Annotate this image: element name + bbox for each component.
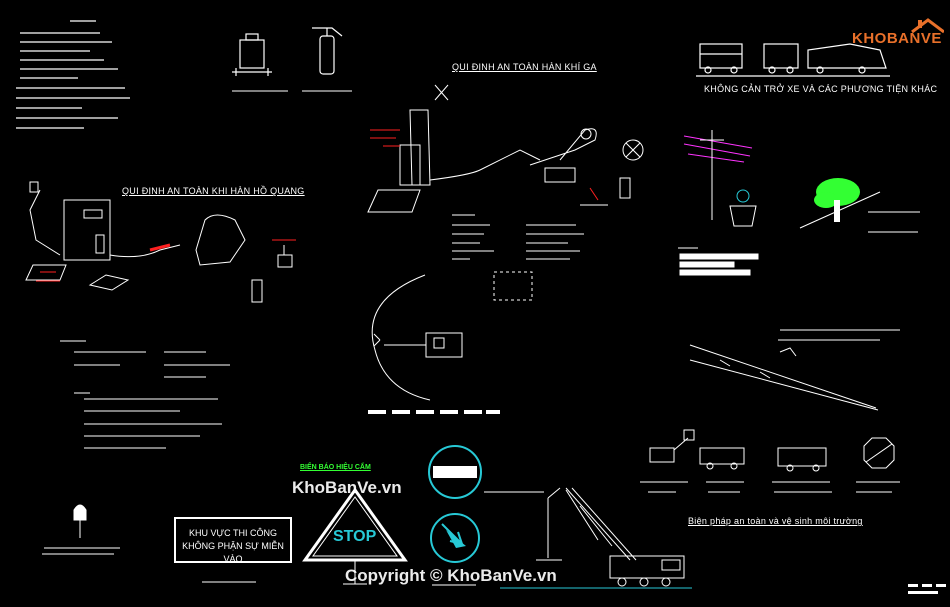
env-caption-lines bbox=[640, 481, 900, 493]
arc-welding-title: QUI ĐỊNH AN TOÀN KHI HÀN HỒ QUANG bbox=[122, 186, 305, 196]
construction-sign-line2: KHÔNG PHẬN SỰ MIỄN VÀO bbox=[182, 541, 284, 564]
vehicle-truck-icons bbox=[696, 43, 890, 77]
vehicles-title: KHÔNG CẢN TRỞ XE VÀ CÁC PHƯƠNG TIỆN KHÁC bbox=[704, 84, 938, 94]
gas-bottle-icon bbox=[232, 33, 272, 76]
gas-welding-title: QUI ĐỊNH AN TOÀN HÀN KHÍ GA bbox=[452, 62, 597, 72]
scale-bar-1 bbox=[368, 410, 500, 414]
khobanve-logo: KHOBANVE bbox=[852, 18, 945, 54]
green-tree bbox=[799, 178, 881, 229]
scale-bar-2 bbox=[908, 584, 946, 594]
construction-sign-line1: KHU VỰC THI CÔNG bbox=[188, 528, 278, 538]
bollard-icon bbox=[42, 504, 120, 555]
crane-labels bbox=[202, 491, 544, 586]
power-notes bbox=[678, 211, 920, 276]
road-diagram bbox=[689, 329, 900, 411]
direction-sign bbox=[430, 513, 480, 563]
crane-swing-diagram bbox=[371, 274, 463, 401]
dashed-frame bbox=[493, 271, 533, 301]
environment-title: Biện pháp an toàn và vệ sinh môi trường bbox=[688, 516, 863, 526]
arc-welding-diagram bbox=[25, 181, 296, 303]
fire-extinguisher-icon bbox=[312, 27, 343, 75]
stop-sign bbox=[302, 487, 408, 585]
environment-icons bbox=[649, 429, 895, 472]
prohibition-signs-title: BIỂN BÁO HIỆU CẤM bbox=[300, 464, 371, 471]
power-line-diagram bbox=[683, 130, 757, 227]
logo-text: KHOBANVE bbox=[852, 30, 942, 47]
arc-legend-lines bbox=[60, 340, 230, 449]
top-left-notes bbox=[16, 20, 130, 129]
stop-sign-label: STOP bbox=[333, 528, 377, 545]
mobile-crane bbox=[500, 487, 692, 589]
watermark-copyright: Copyright © KhoBanVe.vn bbox=[345, 566, 557, 585]
logo-house-icon bbox=[911, 18, 945, 34]
no-entry-sign bbox=[428, 445, 482, 499]
gas-welding-diagram bbox=[367, 84, 644, 213]
construction-zone-sign: KHU VỰC THI CÔNG KHÔNG PHẬN SỰ MIỄN VÀO bbox=[174, 517, 292, 564]
gas-legend-lines bbox=[452, 214, 584, 260]
watermark-center: KhoBanVe.vn bbox=[292, 478, 402, 497]
